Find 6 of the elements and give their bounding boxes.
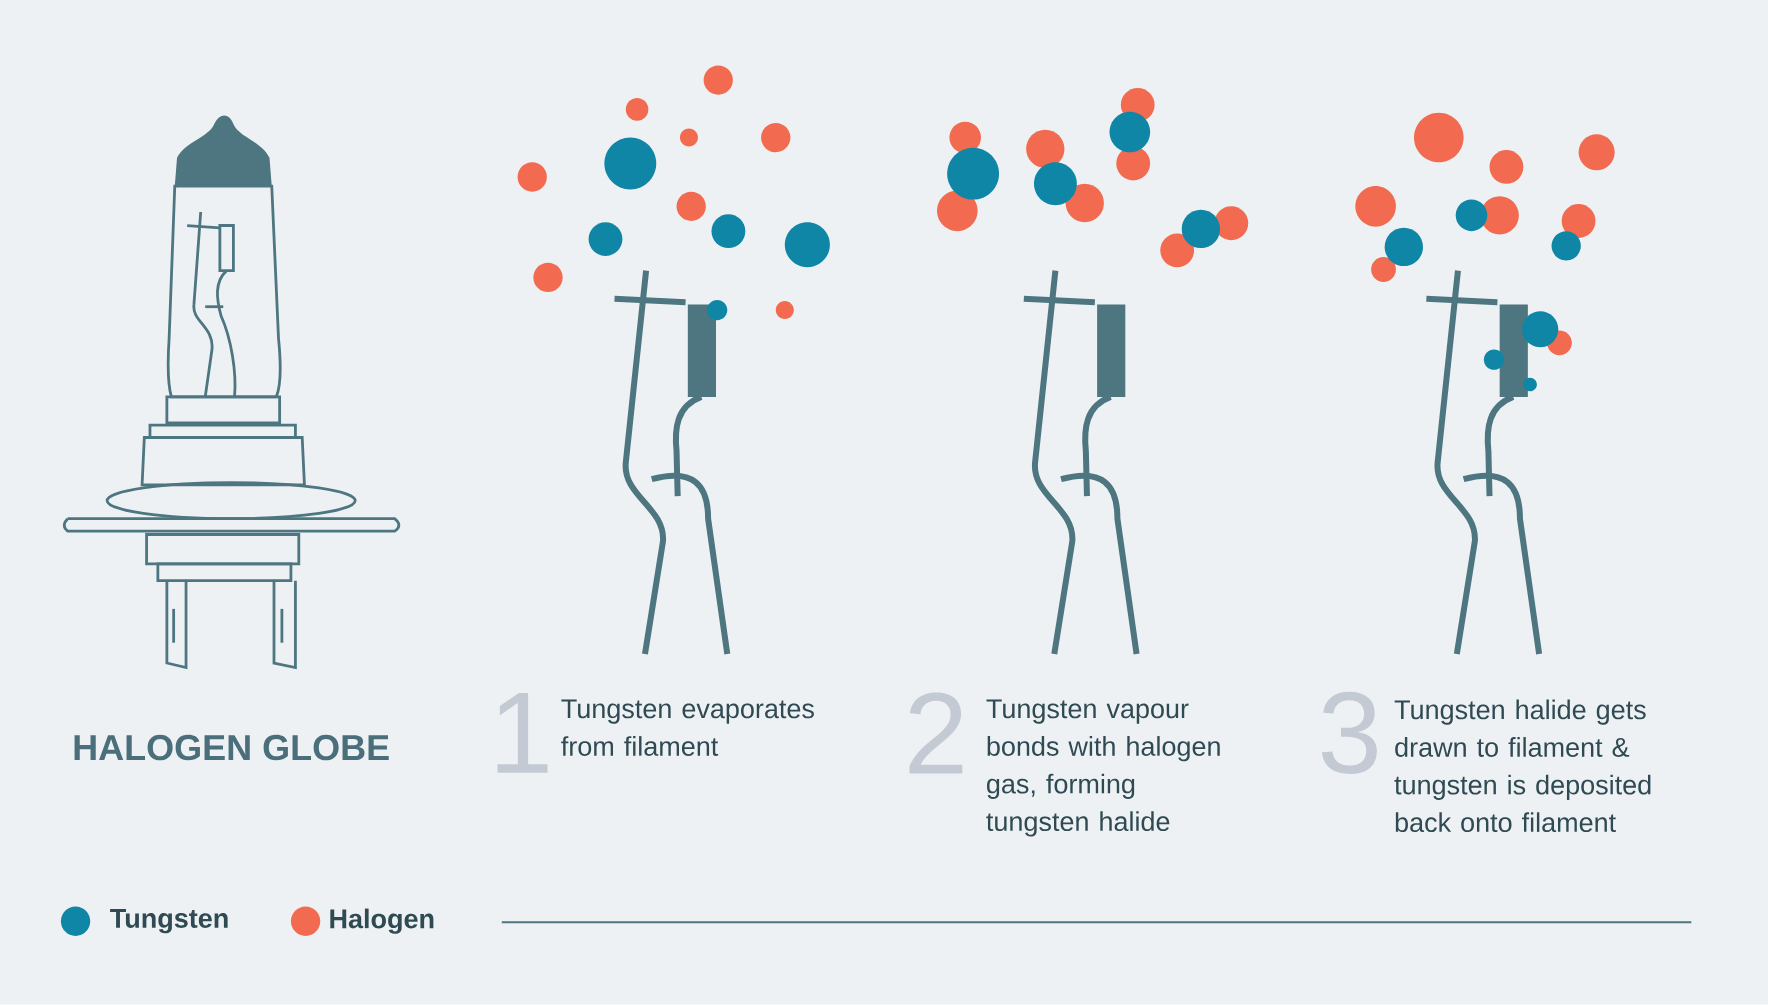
step-description: Tungsten vapour bonds with halogen gas, forming tungsten halide bbox=[986, 699, 1220, 837]
step-description: Tungsten evaporates from filament bbox=[561, 699, 814, 757]
legend-label: Halogen bbox=[330, 908, 434, 935]
bulb-caption: HALOGEN GLOBE bbox=[74, 735, 389, 761]
legend-label: Tungsten bbox=[110, 909, 228, 934]
step-description: Tungsten halide gets drawn to filament & tungsten is deposited back onto filament bbox=[1394, 699, 1651, 833]
